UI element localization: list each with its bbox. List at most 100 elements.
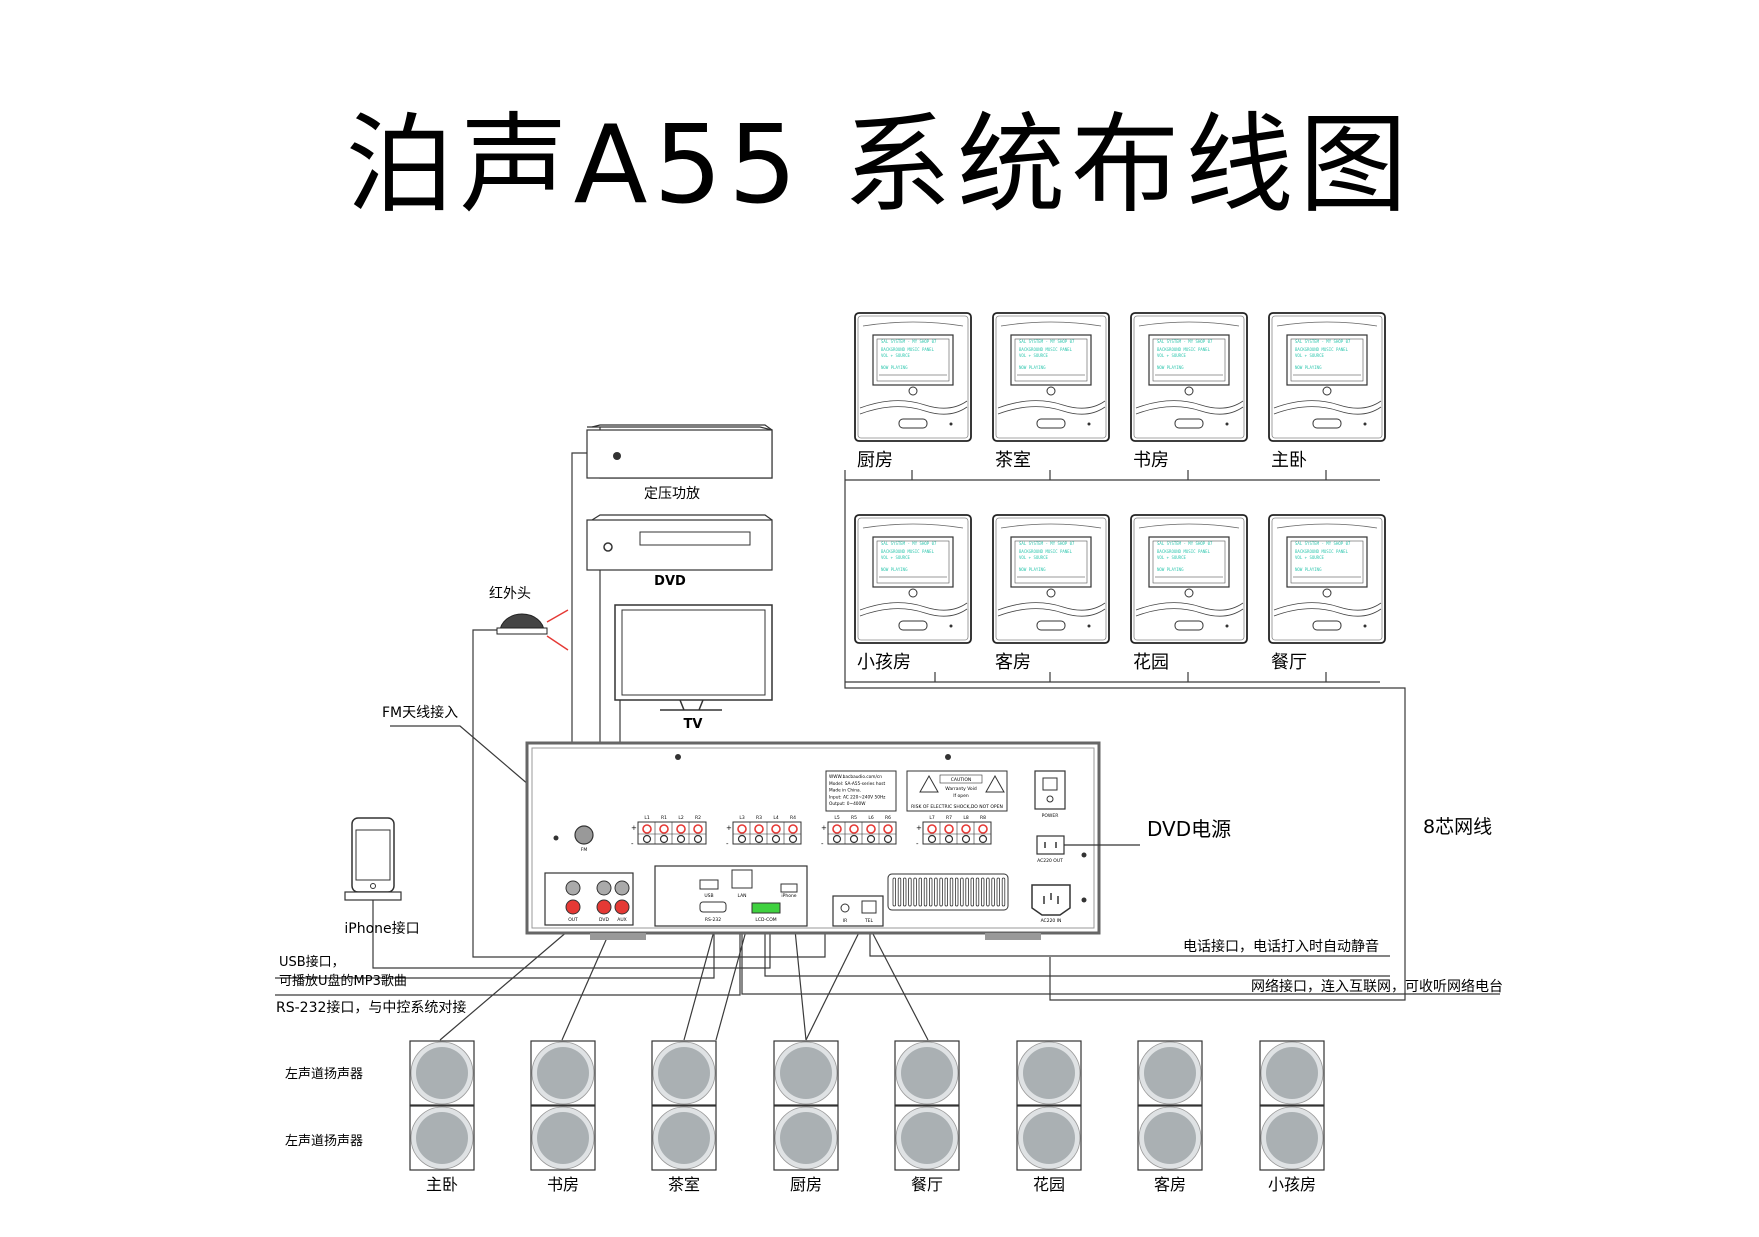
tv-label: TV (684, 717, 703, 732)
ac-in-label: AC220 IN (1041, 918, 1062, 924)
speaker-column-1: 书房 (530, 1040, 596, 1194)
panel-screen-text: SAL SYSTEM - MY SHOP 07 (1019, 339, 1075, 344)
svg-text:+: + (916, 824, 922, 832)
tel-annotation: 电话接口，电话打入时自动静音 (1183, 938, 1379, 955)
terminal-label: L6 (868, 815, 874, 821)
speaker-room-label: 主卧 (426, 1175, 458, 1194)
panel-screen-text: NOW PLAYING (1295, 567, 1322, 572)
svg-text:+: + (631, 824, 637, 832)
lan-annotation: 网络接口，连入互联网，可收听网络电台 (1251, 978, 1503, 995)
speaker-room-label: 客房 (1154, 1175, 1186, 1194)
host-info-line: WWW.bacbaudio.com/cn (829, 774, 882, 780)
panel-screen-text: VOL + SOURCE (1295, 353, 1324, 358)
speaker-column-3: 厨房 (773, 1040, 839, 1194)
panel-screen-text: BACKGROUND MUSIC PANEL (1295, 549, 1349, 554)
panel-room-label: 厨房 (857, 450, 893, 471)
panel-screen-text: SAL SYSTEM - MY SHOP 07 (881, 541, 937, 546)
panel-screen-text: VOL + SOURCE (881, 555, 910, 560)
caution-line2: If open (953, 793, 969, 799)
port-dvd-label: DVD (599, 917, 609, 923)
wall-panels: SAL SYSTEM - MY SHOP 07 BACKGROUND MUSIC … (854, 312, 1386, 673)
caution-title: CAUTION (951, 777, 972, 783)
host-info-line: Made in China. (829, 788, 861, 794)
panel-screen-text: SAL SYSTEM - MY SHOP 07 (1019, 541, 1075, 546)
panel-bottom-0: SAL SYSTEM - MY SHOP 07 BACKGROUND MUSIC … (854, 514, 972, 673)
tv: TV (614, 604, 773, 732)
host-info-line: Model: SA-A55-series host (829, 781, 885, 787)
speaker-column-4: 餐厅 (894, 1040, 960, 1194)
panel-screen-text: BACKGROUND MUSIC PANEL (1295, 347, 1349, 352)
panel-room-label: 主卧 (1271, 450, 1307, 471)
port-lcd-label: LCD-COM (755, 917, 776, 923)
dvd-label: DVD (654, 574, 686, 589)
speaker-room-label: 茶室 (668, 1175, 700, 1194)
speaker-row-label-1: 左声道扬声器 (285, 1067, 363, 1082)
svg-text:-: - (821, 840, 824, 848)
ac-out-label: AC220 OUT (1037, 858, 1063, 864)
amplifier: 定压功放 (586, 424, 773, 502)
terminal-label: R1 (661, 815, 667, 821)
rs232-annotation: RS-232接口，与中控系统对接 (276, 999, 466, 1016)
usb-annotation-line2: 可播放U盘的MP3歌曲 (279, 973, 407, 989)
panel-screen-text: BACKGROUND MUSIC PANEL (881, 347, 935, 352)
dvd-power-label: DVD电源 (1147, 817, 1231, 841)
rca-jacks (565, 880, 630, 915)
terminal-label: R3 (756, 815, 762, 821)
usb-annotation-line1: USB接口， (279, 954, 345, 970)
speaker-room-label: 厨房 (790, 1175, 822, 1194)
panel-screen-text: VOL + SOURCE (1157, 353, 1186, 358)
panel-room-label: 客房 (995, 652, 1031, 673)
panel-room-label: 花园 (1133, 652, 1169, 673)
fm-label: FM天线接入 (382, 704, 458, 721)
speaker-room-label: 餐厅 (911, 1175, 943, 1194)
port-lan-label: LAN (737, 893, 746, 899)
speaker-column-6: 客房 (1137, 1040, 1203, 1194)
panel-screen-text: VOL + SOURCE (1019, 353, 1048, 358)
vent-grille (887, 873, 1009, 911)
panel-screen-text: NOW PLAYING (1157, 567, 1184, 572)
terminal-label: R6 (885, 815, 891, 821)
terminal-label: L7 (929, 815, 935, 821)
panel-screen-text: BACKGROUND MUSIC PANEL (881, 549, 935, 554)
iphone-label: iPhone接口 (344, 920, 419, 937)
amplifier-label: 定压功放 (644, 486, 700, 502)
terminal-label: R8 (980, 815, 986, 821)
terminal-label: L2 (678, 815, 684, 821)
host-info-line: Output: 0~400W (829, 801, 866, 807)
panel-screen-text: NOW PLAYING (881, 365, 908, 370)
panel-screen-text: SAL SYSTEM - MY SHOP 07 (1295, 541, 1351, 546)
panel-screen-text: NOW PLAYING (1019, 365, 1046, 370)
port-tel-label: TEL (864, 918, 874, 924)
svg-text:-: - (916, 840, 919, 848)
terminal-label: L3 (739, 815, 745, 821)
ir-label: 红外头 (489, 586, 531, 602)
port-usb-label: USB (704, 893, 713, 899)
terminal-label: R5 (851, 815, 857, 821)
panel-screen-text: VOL + SOURCE (881, 353, 910, 358)
panel-screen-text: SAL SYSTEM - MY SHOP 07 (1157, 339, 1213, 344)
port-iphone-label: iPhone (781, 893, 796, 899)
panel-room-label: 小孩房 (857, 652, 911, 673)
port-rs232-label: RS-232 (705, 917, 721, 923)
panel-screen-text: NOW PLAYING (1157, 365, 1184, 370)
speaker-row-label-2: 左声道扬声器 (285, 1134, 363, 1149)
speaker-room-label: 书房 (547, 1175, 579, 1194)
terminal-label: R2 (695, 815, 701, 821)
port-fm-label: FM (581, 847, 588, 853)
speaker-room-label: 小孩房 (1268, 1175, 1316, 1194)
panel-room-label: 茶室 (995, 450, 1031, 471)
host-rear-panel: FM OUT DVD AUX USB LAN RS-232 LC (525, 741, 1101, 940)
svg-text:+: + (821, 824, 827, 832)
speaker-array: 主卧书房茶室厨房餐厅花园客房小孩房 (409, 1040, 1325, 1194)
network-cable-label: 8芯网线 (1423, 816, 1492, 838)
ir-receiver: 红外头 (489, 586, 569, 651)
